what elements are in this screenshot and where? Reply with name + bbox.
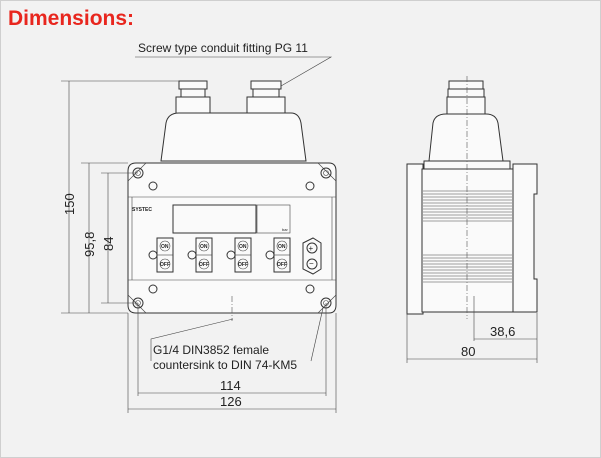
dim-126: 126 — [220, 394, 242, 409]
main-housing — [127, 162, 337, 314]
side-view — [406, 76, 538, 319]
connection-housing — [160, 112, 307, 162]
cable-gland-left — [175, 80, 211, 116]
svg-text:−: − — [309, 259, 314, 268]
switch-buttons: ON OFF ON OFF ON OFF ON OFF — [148, 237, 291, 273]
off-button[interactable]: OFF — [238, 262, 248, 268]
cable-gland-right — [246, 80, 286, 116]
dim-114: 114 — [220, 378, 241, 393]
unit-label: bar — [282, 227, 288, 232]
section-title: Dimensions: — [8, 7, 135, 30]
on-button[interactable]: ON — [239, 244, 247, 250]
on-button[interactable]: ON — [278, 244, 286, 250]
switch-button-group: ON OFF — [187, 237, 213, 273]
dim-84: 84 — [101, 237, 116, 251]
switch-button-group: ON OFF — [148, 237, 174, 273]
port-callout-line1: G1/4 DIN3852 female — [153, 343, 269, 357]
cooling-fins — [423, 190, 512, 283]
dimension-lines — [61, 56, 538, 413]
off-button[interactable]: OFF — [199, 262, 209, 268]
port-callout-line2: countersink to DIN 74-KM5 — [153, 358, 297, 372]
off-button[interactable]: OFF — [160, 262, 170, 268]
on-button[interactable]: ON — [161, 244, 169, 250]
dim-38-6: 38,6 — [490, 324, 515, 339]
brand-logo: SYSTEC — [132, 207, 152, 213]
switch-button-group: ON OFF — [226, 237, 252, 273]
switch-button-group: ON OFF — [265, 237, 291, 273]
dim-95-8: 95,8 — [82, 232, 97, 257]
off-button[interactable]: OFF — [277, 262, 287, 268]
adjust-buttons: +− — [302, 237, 322, 275]
on-button[interactable]: ON — [200, 244, 208, 250]
display — [172, 204, 257, 234]
svg-text:+: + — [309, 244, 314, 253]
dim-150: 150 — [62, 193, 77, 215]
dim-80: 80 — [461, 344, 475, 359]
conduit-callout: Screw type conduit fitting PG 11 — [138, 41, 308, 55]
